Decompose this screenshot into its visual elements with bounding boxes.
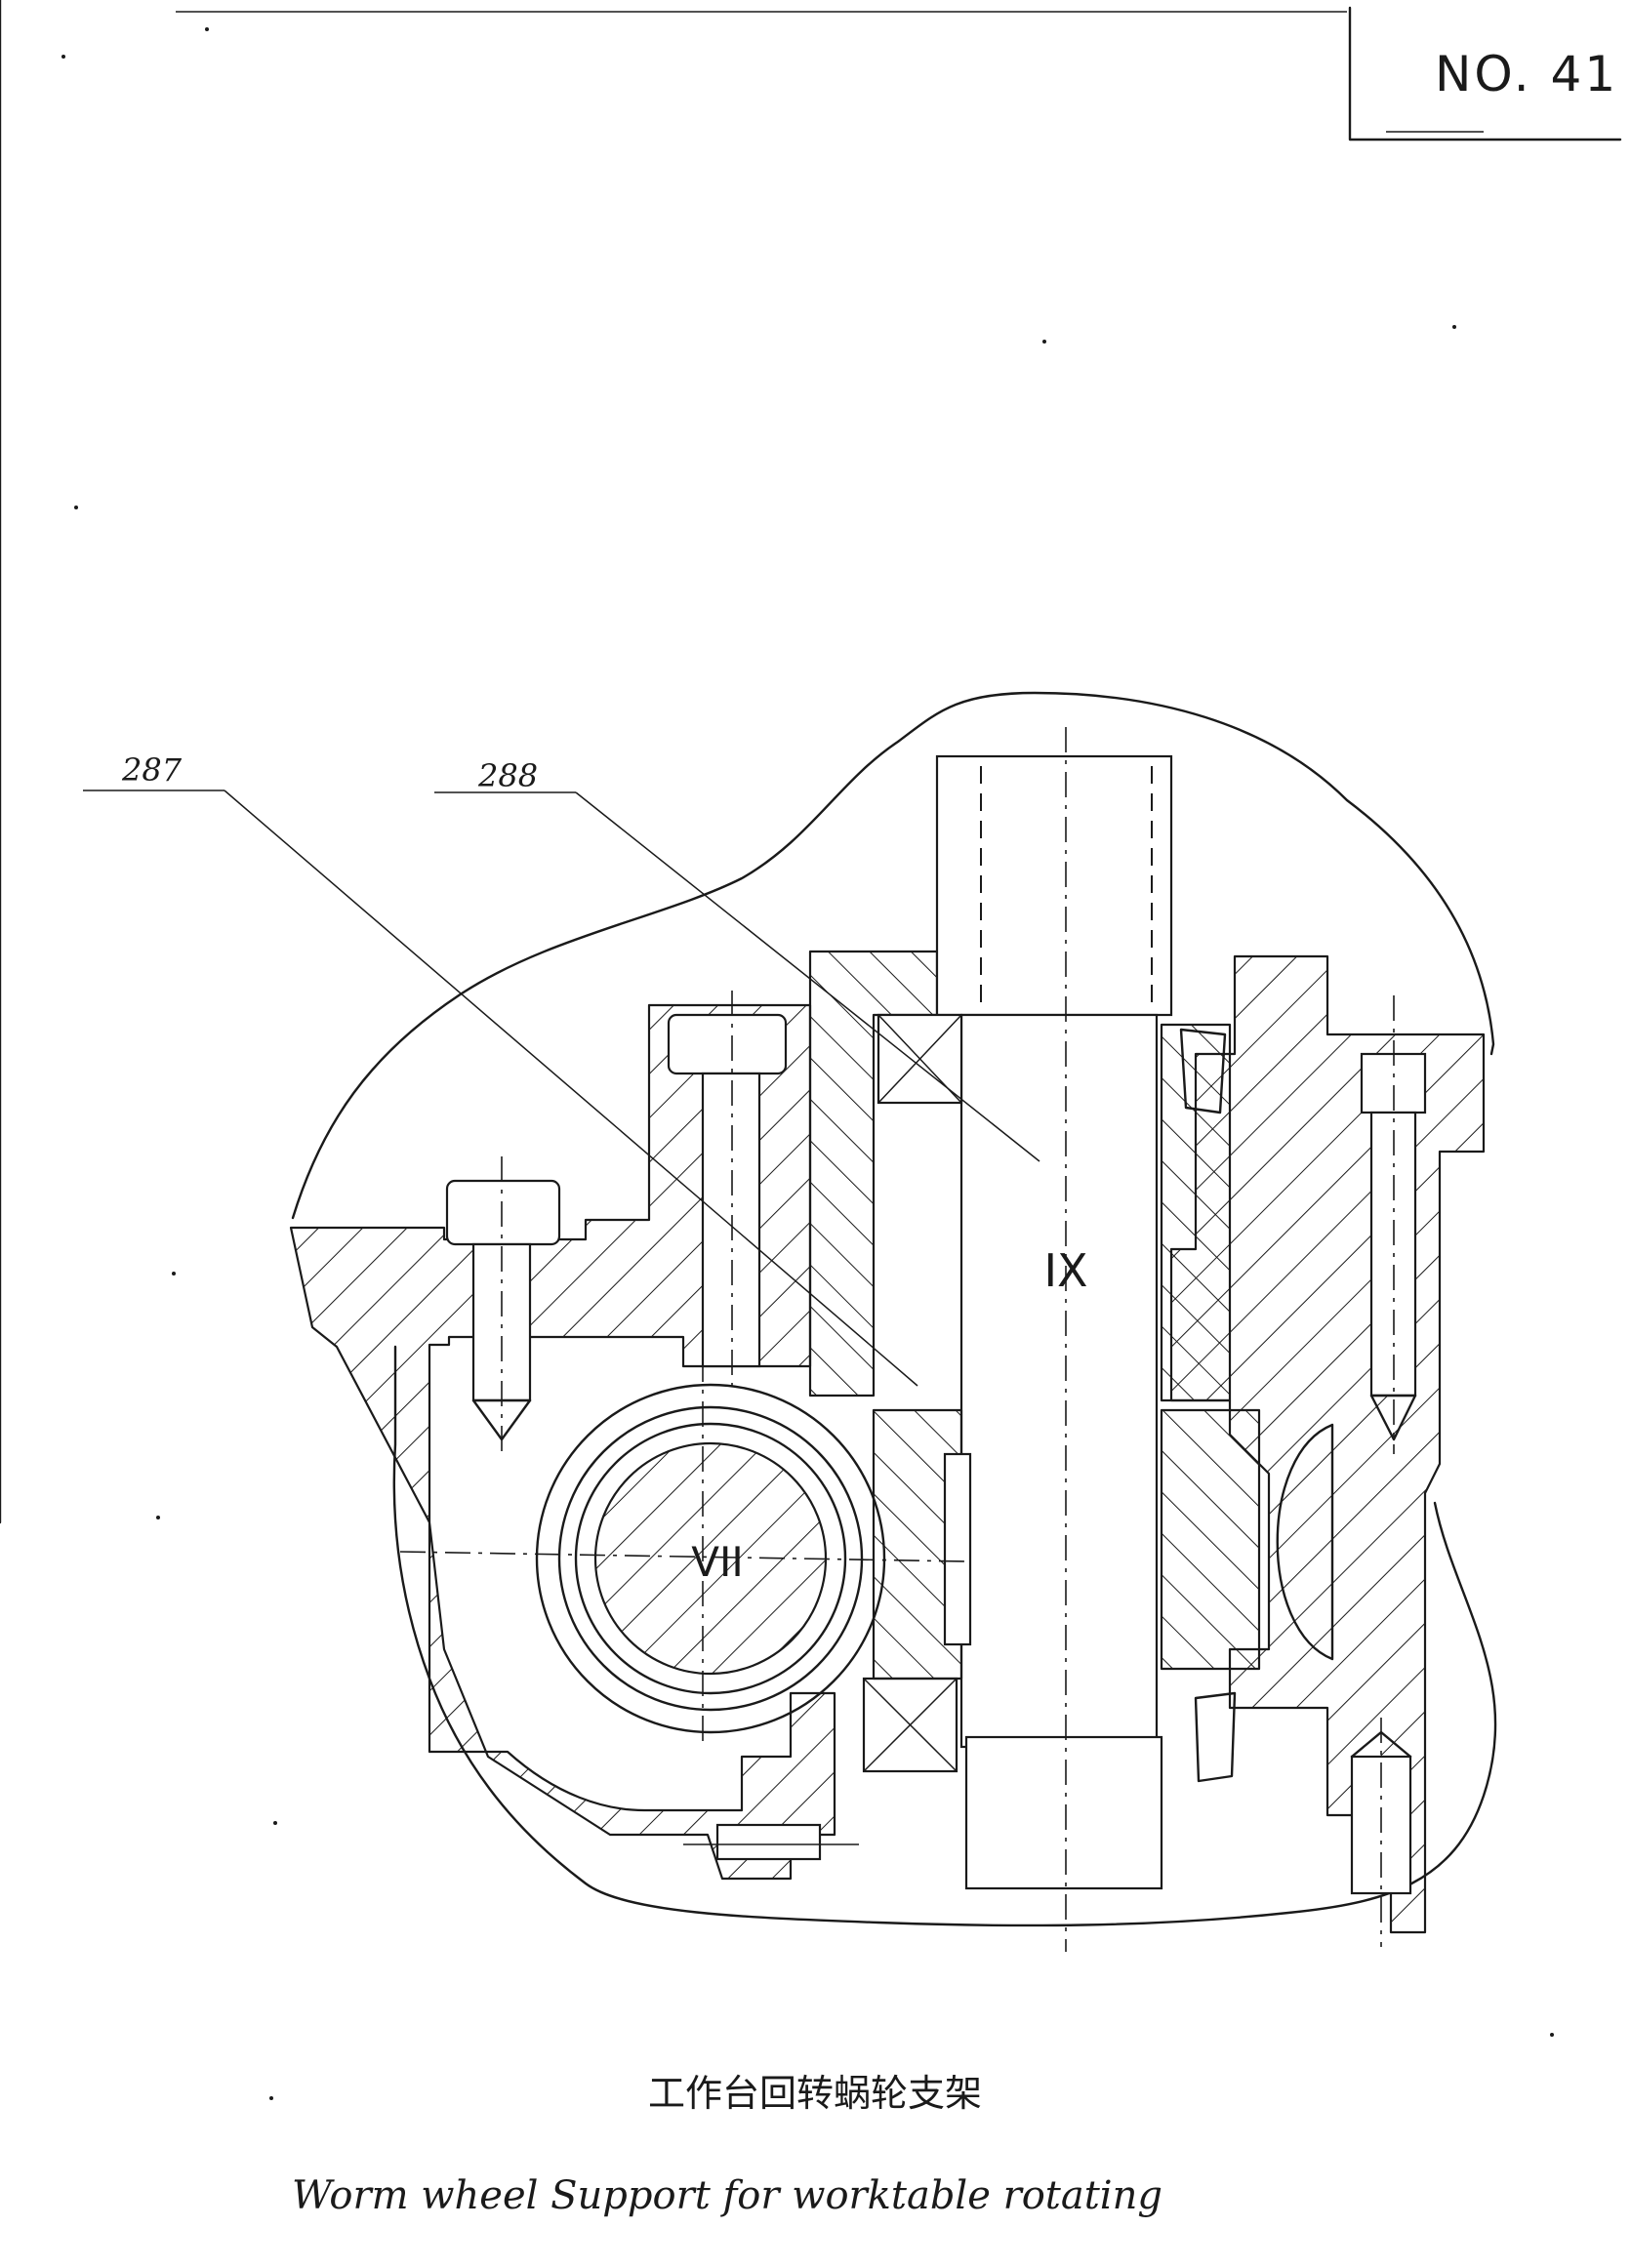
caption-english: Worm wheel Support for worktable rotatin… (292, 2173, 1162, 2218)
worm-wheel-rim-right (1160, 1408, 1261, 1671)
leader-287: 287 (83, 751, 918, 1387)
cap-screw-center (667, 991, 788, 1386)
worm-wheel-hub (872, 1408, 963, 1681)
sheet-number-box: NO. 41 (1348, 6, 1622, 142)
right-worm-section (1276, 1423, 1334, 1661)
set-screw-left (683, 1823, 859, 1861)
sheet-number: NO. 41 (1435, 46, 1618, 102)
shaft-vii-mark: VII (691, 1538, 744, 1586)
lower-thrust-bearing (862, 1677, 1237, 1783)
sheet-border (0, 0, 1347, 1524)
keyway (943, 1452, 972, 1646)
leader-288: 288 (434, 757, 1040, 1162)
locating-pin-right (1350, 1718, 1412, 1947)
central-sleeve-right-wall (1160, 1023, 1232, 1402)
caption-chinese: 工作台回转蜗轮支架 (648, 2072, 982, 2115)
callout-288: 288 (477, 757, 538, 794)
shaft-ix-mark: IX (1043, 1244, 1087, 1297)
callout-287: 287 (121, 751, 183, 789)
vertical-shaft: IX (935, 727, 1173, 1952)
worm-shaft-section: VII (399, 1357, 967, 1747)
cap-screw-right (1360, 995, 1427, 1454)
cap-screw-left (445, 1156, 561, 1454)
scan-noise (61, 27, 1554, 2100)
